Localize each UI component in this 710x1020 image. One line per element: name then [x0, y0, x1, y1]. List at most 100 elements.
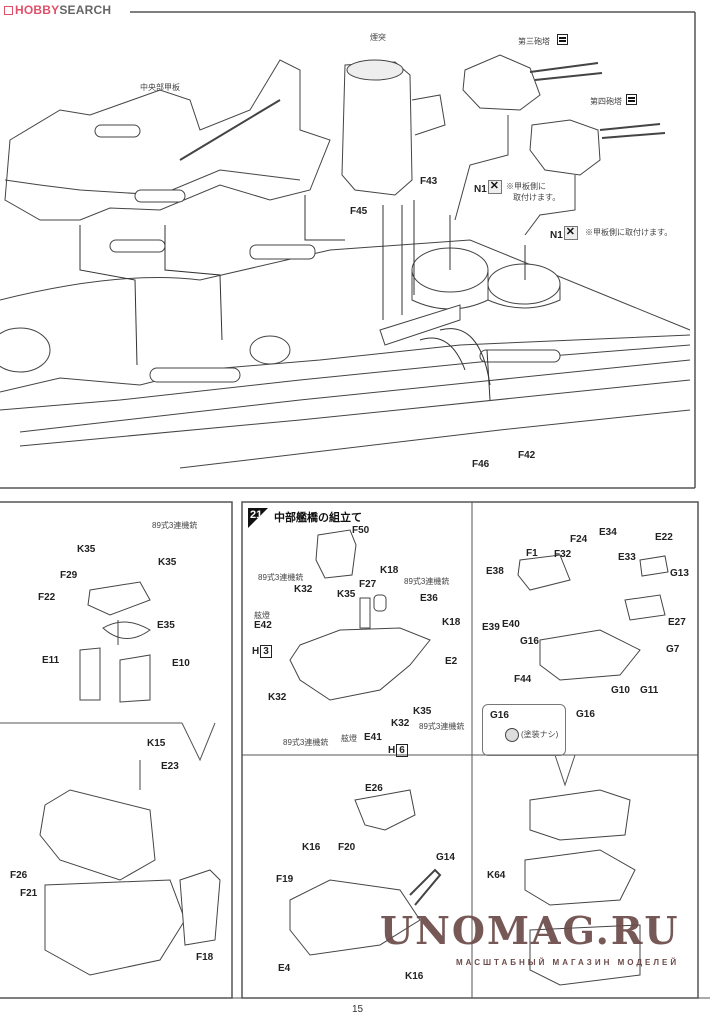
part-k16: K16	[405, 971, 424, 982]
part-e42: E42	[254, 620, 272, 631]
part-e23: E23	[161, 761, 179, 772]
part-g10: G10	[611, 685, 630, 696]
part-e4: E4	[278, 963, 291, 974]
mg-mount-drawing	[79, 581, 151, 703]
bridge-deck-drawing	[289, 529, 431, 701]
part-k35: K35	[158, 557, 177, 568]
n1-note-a-line1: ※甲板側に	[506, 182, 546, 191]
part-g16: G16	[520, 636, 539, 647]
part-f50: F50	[352, 525, 370, 536]
central-deck-drawing	[4, 59, 331, 221]
part-f29: F29	[60, 570, 78, 581]
part-g16: G16	[576, 709, 595, 720]
part-k18: K18	[442, 617, 461, 628]
funnel-label: 煙突	[370, 33, 386, 42]
note-part-g16: G16	[490, 710, 509, 721]
part-k15: K15	[147, 738, 166, 749]
part-f1: F1	[526, 548, 538, 559]
part-f24: F24	[570, 534, 588, 545]
part-e40: E40	[502, 619, 520, 630]
part-f21: F21	[20, 888, 38, 899]
part-e10: E10	[172, 658, 190, 669]
part-f22: F22	[38, 592, 56, 603]
part-e11: E11	[42, 655, 60, 666]
logo-icon	[4, 6, 13, 15]
left-panel-callout	[181, 722, 216, 762]
part-e33: E33	[618, 552, 636, 563]
part-e39: E39	[482, 622, 500, 633]
part-f32: F32	[554, 549, 572, 560]
rotate-icon	[557, 34, 568, 45]
part-e34: E34	[599, 527, 617, 538]
funnel-drawing	[341, 59, 446, 196]
part-k32: K32	[294, 584, 313, 595]
mg89-label: 89式3連機銃	[419, 722, 465, 731]
part-g13: G13	[670, 568, 689, 579]
step-title: 中部艦橋の組立て	[274, 512, 362, 524]
part-k18: K18	[380, 565, 399, 576]
assembled-bridge-drawing	[524, 789, 641, 986]
top-guide-lines	[79, 195, 526, 401]
part-e2: E2	[445, 656, 458, 667]
part-f27: F27	[359, 579, 377, 590]
part-f18: F18	[196, 952, 214, 963]
part-f42: F42	[518, 450, 536, 461]
hobby-search-logo: HOBBYSEARCH	[4, 3, 111, 17]
part-e26: E26	[365, 783, 383, 794]
mg89-label: 89式3連機銃	[404, 577, 450, 586]
no-glue-icon	[487, 179, 502, 194]
part-k32: K32	[268, 692, 287, 703]
part-k16: K16	[302, 842, 321, 853]
lower-bridge-drawing	[289, 789, 442, 956]
unomag-watermark-subtitle: МАСШТАБНЫЙ МАГАЗИН МОДЕЛЕЙ	[456, 958, 680, 967]
part-f20: F20	[338, 842, 356, 853]
part-f46: F46	[472, 459, 490, 470]
part-f43: F43	[420, 176, 438, 187]
part-g14: G14	[436, 852, 455, 863]
part-f26: F26	[10, 870, 28, 881]
part-k64: K64	[487, 870, 506, 881]
upper-bridge-drawing	[517, 554, 669, 681]
n1-note-b: ※甲板側に取付けます。	[585, 228, 673, 237]
part-k35: K35	[77, 544, 96, 555]
step21-callout	[554, 754, 576, 787]
no-paint-note: (塗装ナシ)	[521, 730, 559, 739]
bridge-base-drawing	[39, 760, 221, 976]
central-deck-label: 中央部甲板	[140, 83, 180, 92]
part-e22: E22	[655, 532, 673, 543]
unomag-watermark: UNOMAG.RU	[380, 908, 680, 953]
turret4-label: 第四砲塔	[590, 97, 622, 106]
n1-part-a: N1	[474, 179, 502, 195]
mg89-label: 89式3連機銃	[283, 738, 329, 747]
part-f44: F44	[514, 674, 532, 685]
mg89-label: 89式3連機銃	[258, 573, 304, 582]
n1-part-b: N1	[550, 225, 578, 241]
part-g11: G11	[640, 685, 659, 696]
nav-light-label: 舷燈	[254, 611, 270, 620]
part-k32: K32	[391, 718, 410, 729]
g16-part-icon	[505, 728, 519, 742]
rotate-icon	[626, 94, 637, 105]
n1-note-a-line2: 取付けます。	[513, 193, 561, 202]
part-k35: K35	[337, 589, 356, 600]
part-e27: E27	[668, 617, 686, 628]
part-e36: E36	[420, 593, 438, 604]
hull-drawing	[0, 239, 691, 469]
part-e41: E41	[364, 732, 382, 743]
page-number: 15	[352, 1004, 364, 1015]
mg89-label: 89式3連機銃	[152, 521, 198, 530]
paint-note-box	[482, 704, 566, 756]
part-e38: E38	[486, 566, 504, 577]
part-g7: G7	[666, 644, 680, 655]
part-k35: K35	[413, 706, 432, 717]
part-f45: F45	[350, 206, 368, 217]
no-glue-icon	[563, 225, 578, 240]
part-e35: E35	[157, 620, 175, 631]
part-f19: F19	[276, 874, 294, 885]
turret-4-drawing	[524, 119, 666, 236]
turret3-label: 第三砲塔	[518, 37, 550, 46]
nav-light-label: 舷燈	[341, 734, 357, 743]
